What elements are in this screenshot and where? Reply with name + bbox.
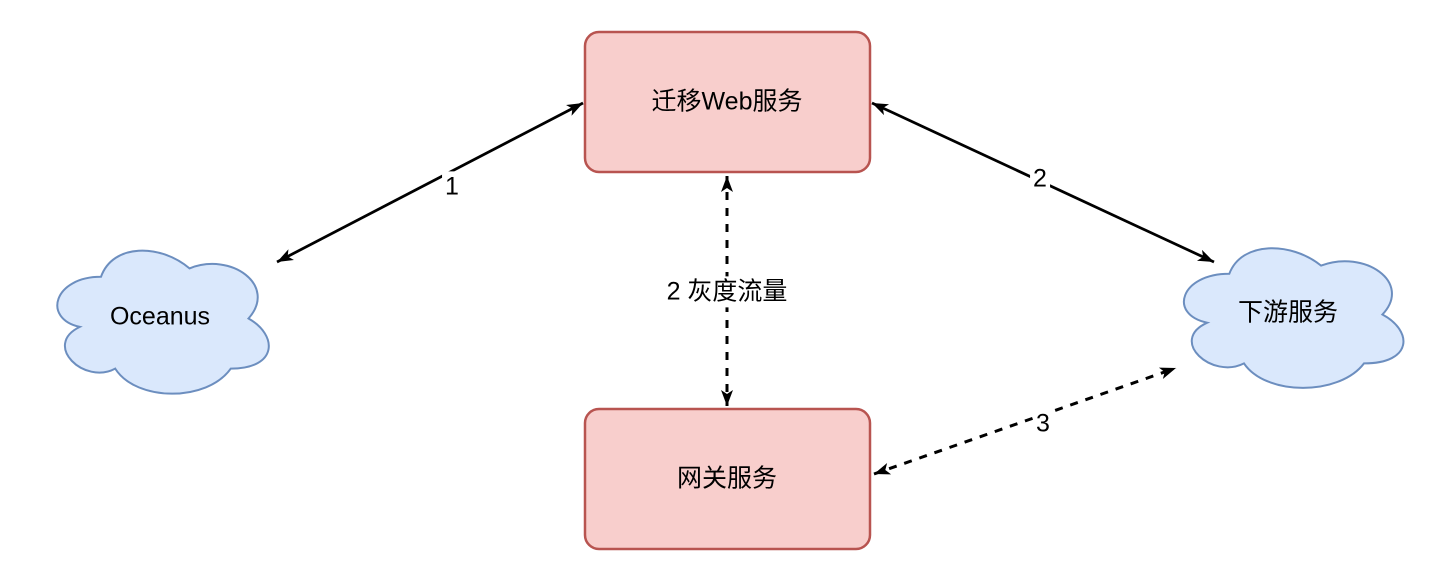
oceanus-label: Oceanus (109, 302, 211, 331)
edge-label-3: 3 (1033, 408, 1053, 440)
migration-web-service-box (583, 30, 872, 174)
migration-web-service-label: 迁移Web服务 (651, 87, 803, 116)
edge-label-1: 1 (442, 171, 462, 203)
edge-oceanus-to-migration (276, 101, 584, 264)
edge-gateway-to-downstream (873, 366, 1177, 476)
gateway-service-box (583, 407, 872, 551)
downstream-service-cloud-shape (1182, 247, 1405, 389)
oceanus-cloud-shape (56, 249, 270, 395)
gateway-service-label: 网关服务 (676, 464, 778, 493)
downstream-service-label: 下游服务 (1237, 298, 1339, 327)
edge-label-gray-traffic: 2 灰度流量 (663, 276, 791, 308)
edge-label-2: 2 (1030, 163, 1050, 195)
